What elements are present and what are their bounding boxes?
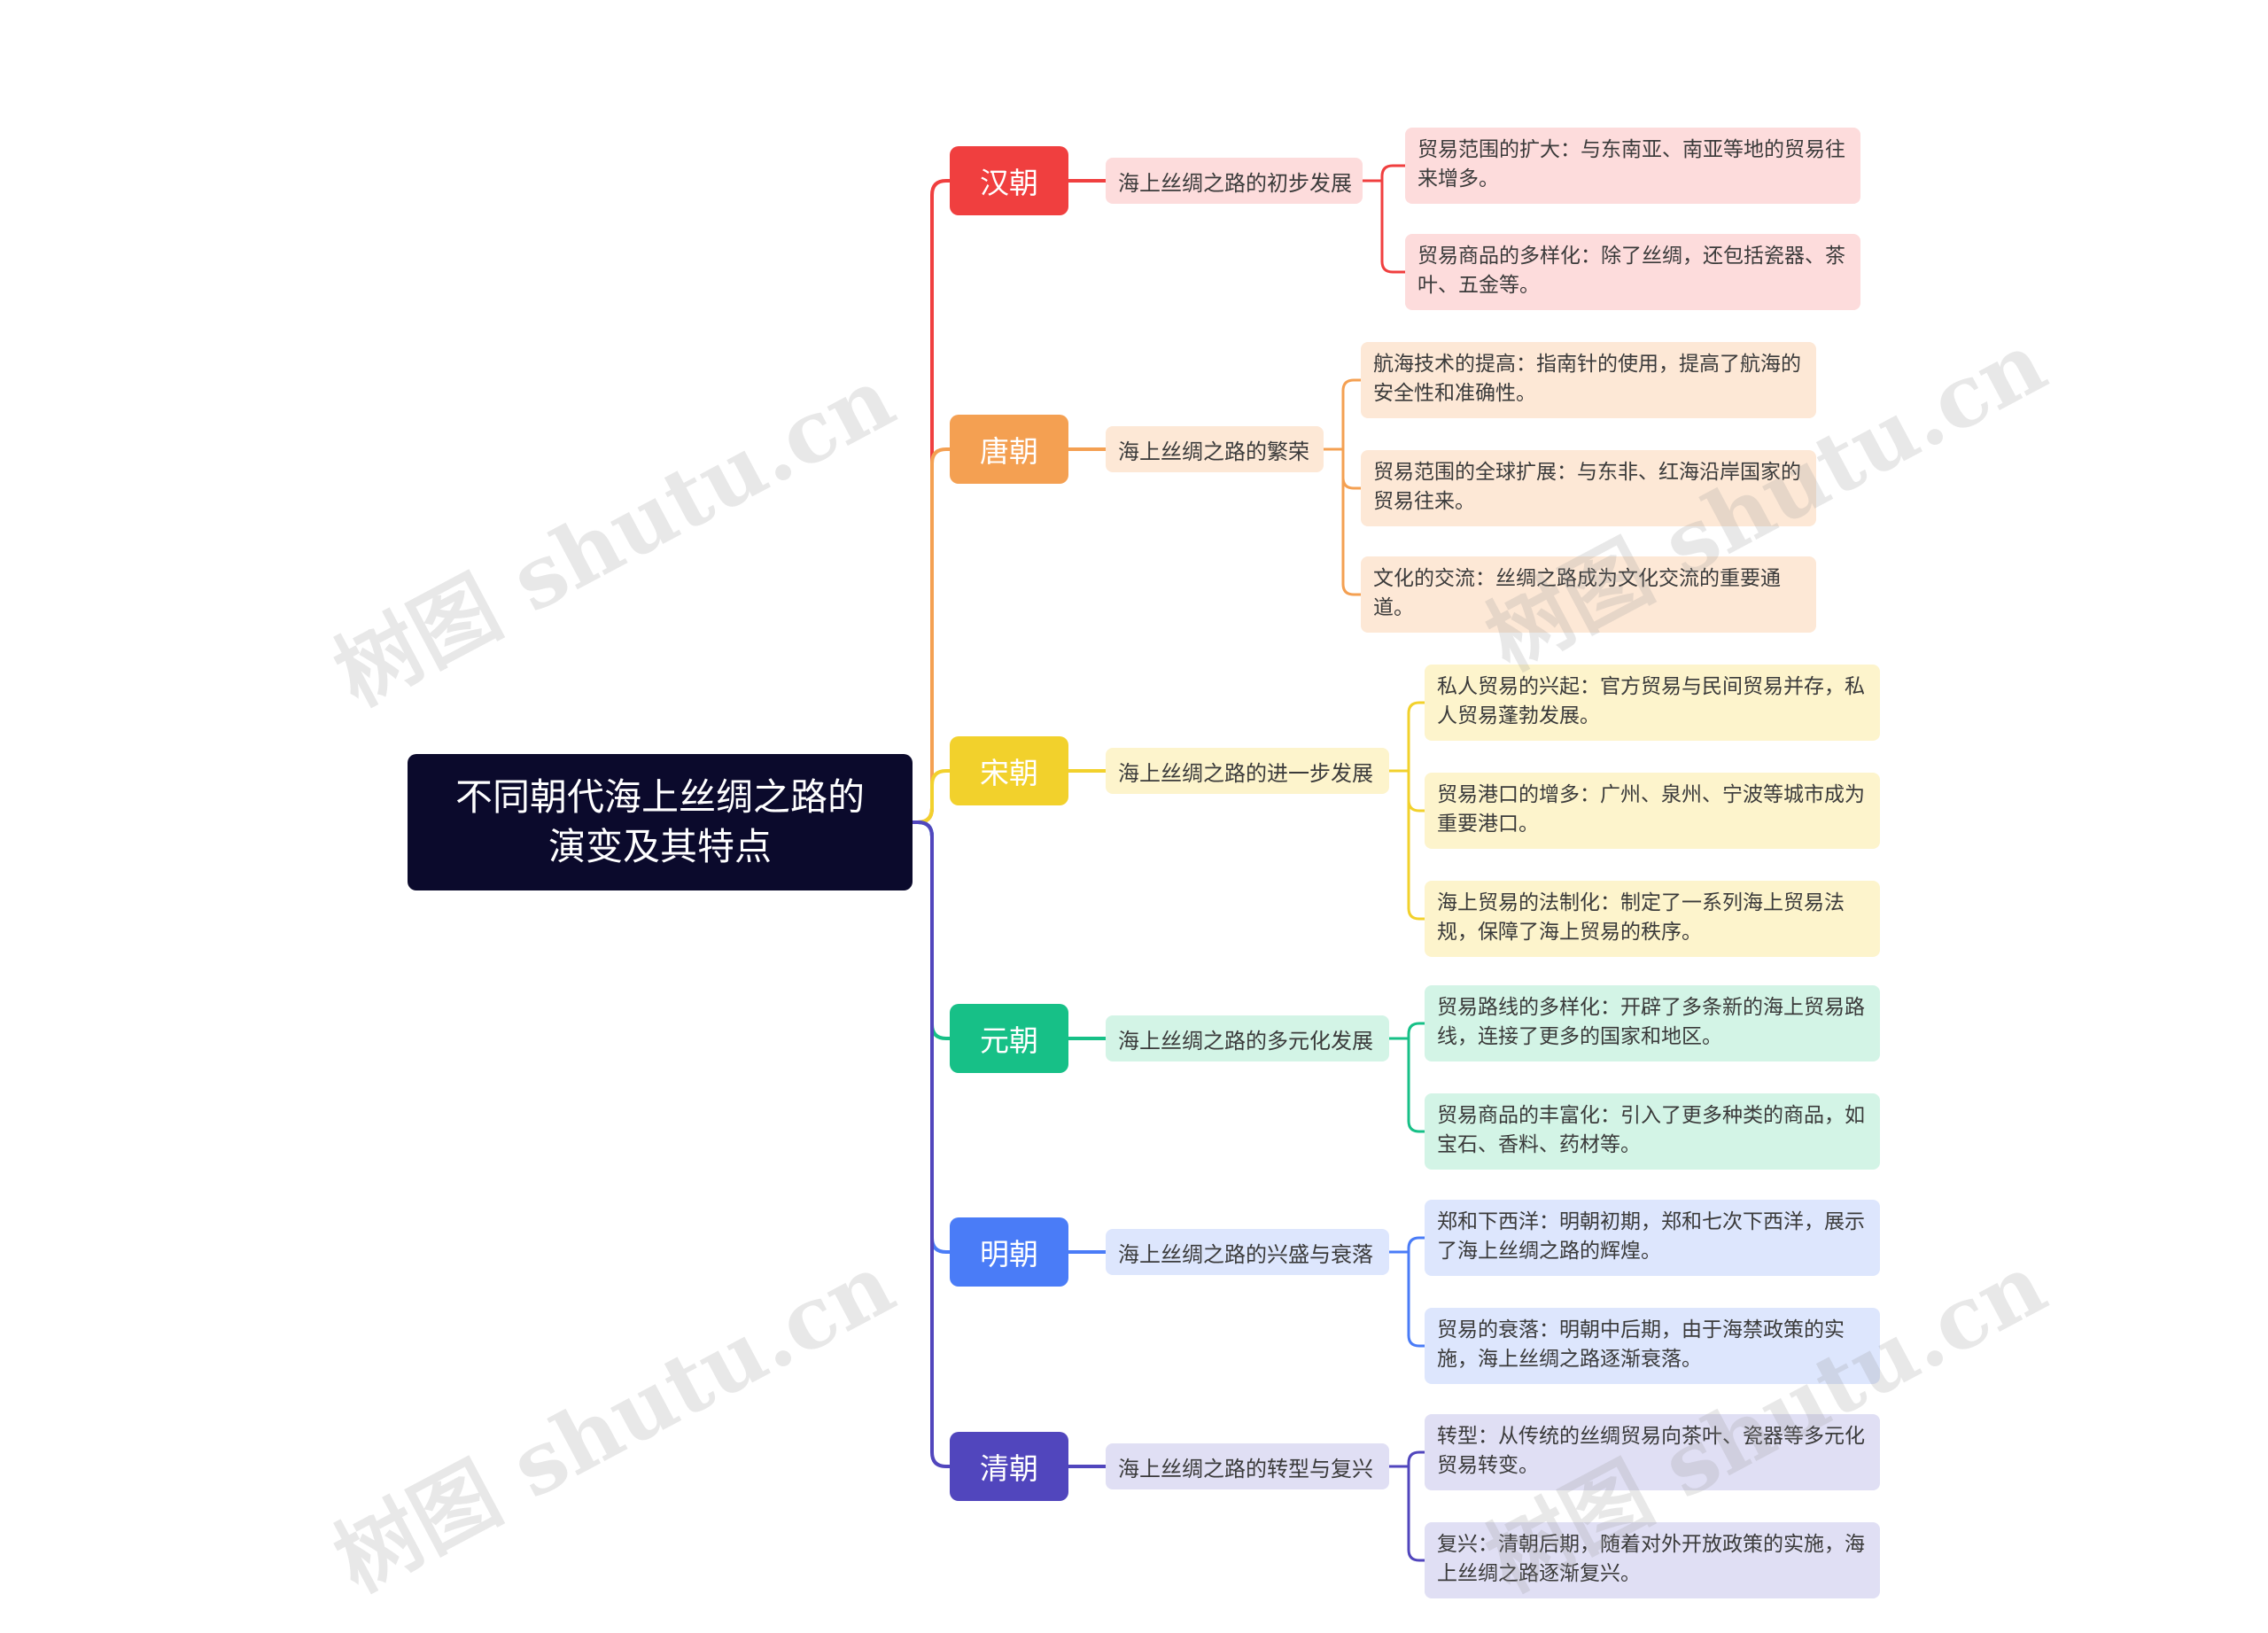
subtopic-node[interactable]: 海上丝绸之路的进一步发展 <box>1106 748 1389 794</box>
leaf-connector <box>1341 476 1363 490</box>
root-connector <box>911 447 951 824</box>
leaf-connector <box>1341 582 1363 596</box>
leaf-connector <box>1380 164 1407 178</box>
dynasty-node[interactable]: 元朝 <box>950 1004 1068 1073</box>
subtopic-node[interactable]: 海上丝绸之路的兴盛与衰落 <box>1106 1229 1389 1275</box>
dynasty-node[interactable]: 宋朝 <box>950 736 1068 805</box>
subtopic-node[interactable]: 海上丝绸之路的繁荣 <box>1106 426 1324 472</box>
root-connector <box>911 820 951 1468</box>
subtopic-node[interactable]: 海上丝绸之路的多元化发展 <box>1106 1015 1389 1061</box>
detail-node[interactable]: 私人贸易的兴起：官方贸易与民间贸易并存，私人贸易蓬勃发展。 <box>1425 665 1880 741</box>
leaf-connector <box>1407 1119 1426 1133</box>
leaf-connector <box>1407 798 1426 813</box>
subtopic-node[interactable]: 海上丝绸之路的初步发展 <box>1106 158 1363 204</box>
leaf-connector <box>1407 701 1426 715</box>
detail-node[interactable]: 贸易范围的全球扩展：与东非、红海沿岸国家的贸易往来。 <box>1361 450 1816 526</box>
detail-node[interactable]: 文化的交流：丝绸之路成为文化交流的重要通道。 <box>1361 556 1816 633</box>
detail-node[interactable]: 贸易的衰落：明朝中后期，由于海禁政策的实施，海上丝绸之路逐渐衰落。 <box>1425 1308 1880 1384</box>
root-topic[interactable]: 不同朝代海上丝绸之路的 演变及其特点 <box>408 754 913 890</box>
dynasty-node[interactable]: 汉朝 <box>950 146 1068 215</box>
leaf-connector <box>1407 1334 1426 1348</box>
dynasty-node[interactable]: 明朝 <box>950 1217 1068 1287</box>
dynasty-node[interactable]: 清朝 <box>950 1432 1068 1501</box>
leaf-connector <box>1341 378 1363 393</box>
leaf-connector <box>1407 1548 1426 1562</box>
leaf-connector <box>1380 260 1407 274</box>
detail-node[interactable]: 郑和下西洋：明朝初期，郑和七次下西洋，展示了海上丝绸之路的辉煌。 <box>1425 1200 1880 1276</box>
detail-node[interactable]: 贸易路线的多样化：开辟了多条新的海上贸易路线，连接了更多的国家和地区。 <box>1425 985 1880 1061</box>
subtopic-node[interactable]: 海上丝绸之路的转型与复兴 <box>1106 1443 1389 1489</box>
detail-node[interactable]: 贸易范围的扩大：与东南亚、南亚等地的贸易往来增多。 <box>1405 128 1860 204</box>
leaf-connector <box>1407 1236 1426 1250</box>
detail-node[interactable]: 贸易港口的增多：广州、泉州、宁波等城市成为重要港口。 <box>1425 773 1880 849</box>
detail-node[interactable]: 贸易商品的丰富化：引入了更多种类的商品，如宝石、香料、药材等。 <box>1425 1093 1880 1170</box>
detail-node[interactable]: 转型：从传统的丝绸贸易向茶叶、瓷器等多元化贸易转变。 <box>1425 1414 1880 1490</box>
leaf-connector <box>1407 1450 1426 1465</box>
root-connector <box>911 769 951 824</box>
dynasty-node[interactable]: 唐朝 <box>950 415 1068 484</box>
detail-node[interactable]: 海上贸易的法制化：制定了一系列海上贸易法规，保障了海上贸易的秩序。 <box>1425 881 1880 957</box>
detail-node[interactable]: 复兴：清朝后期，随着对外开放政策的实施，海上丝绸之路逐渐复兴。 <box>1425 1522 1880 1598</box>
leaf-connector <box>1407 1022 1426 1036</box>
detail-node[interactable]: 贸易商品的多样化：除了丝绸，还包括瓷器、茶叶、五金等。 <box>1405 234 1860 310</box>
detail-node[interactable]: 航海技术的提高：指南针的使用，提高了航海的安全性和准确性。 <box>1361 342 1816 418</box>
leaf-connector <box>1407 906 1426 921</box>
